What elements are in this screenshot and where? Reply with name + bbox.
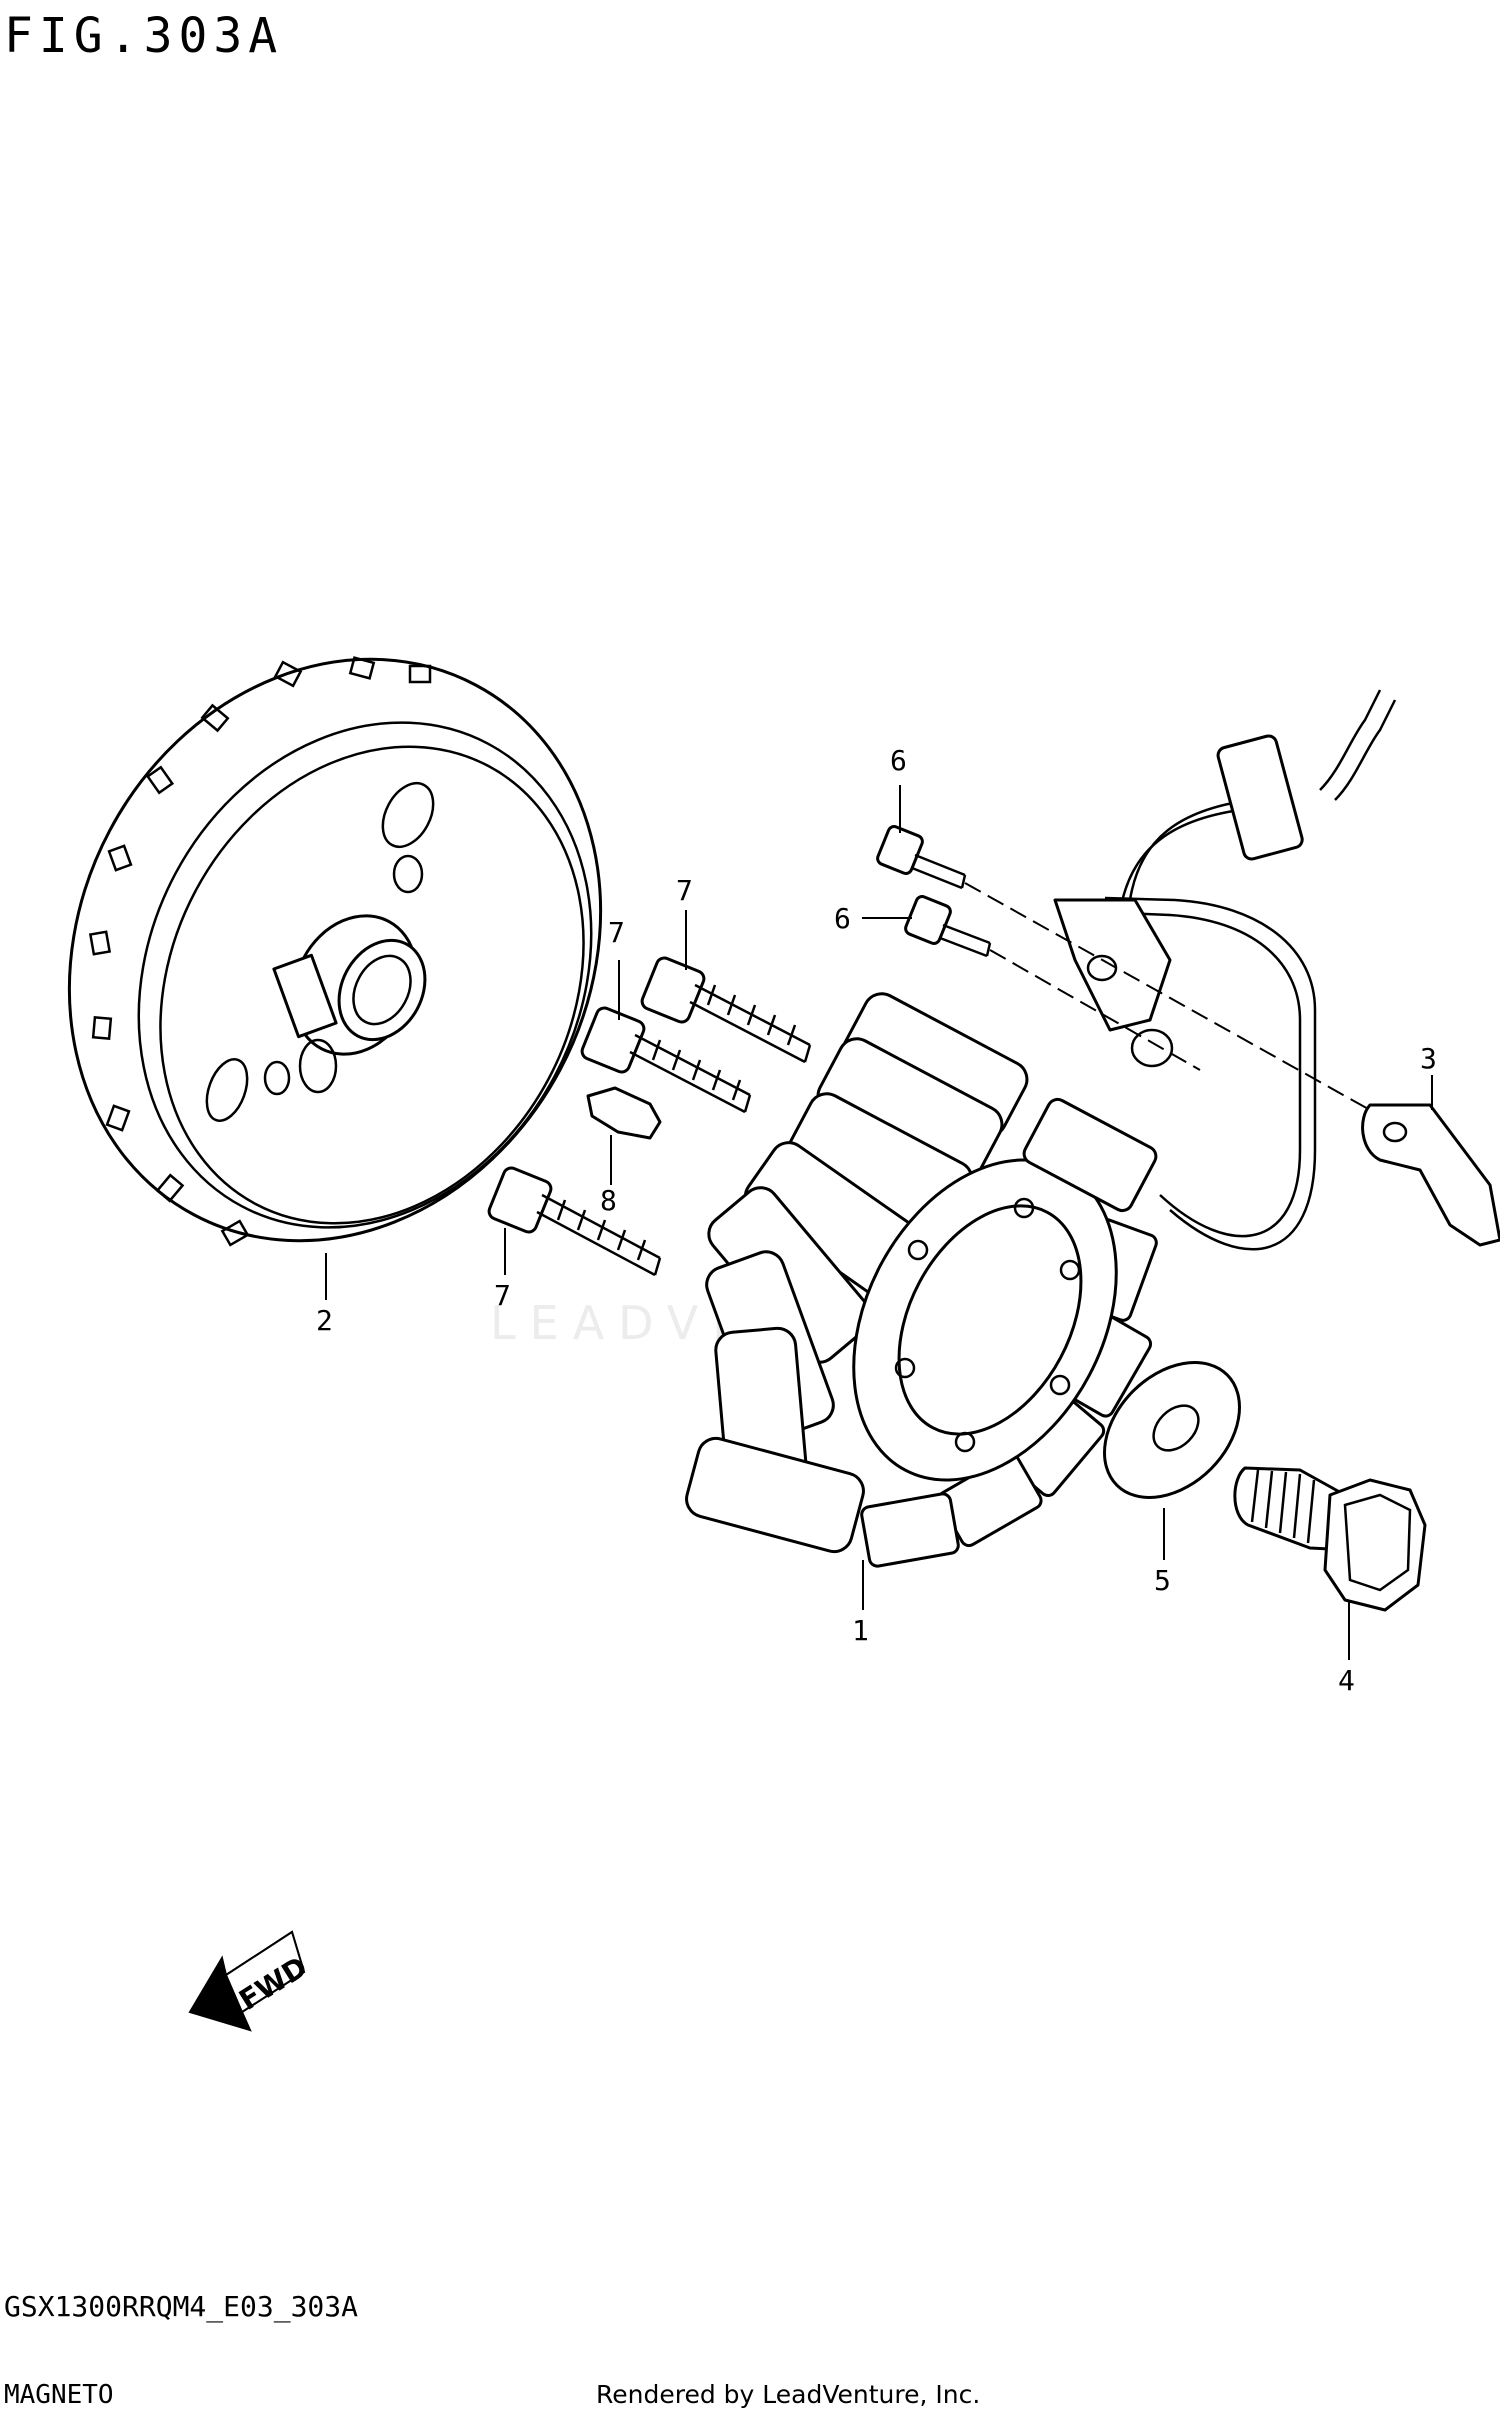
callout-rotor-bolt: 4 — [1338, 1664, 1355, 1697]
render-credit: Rendered by LeadVenture, Inc. — [596, 2380, 981, 2409]
wire-guide — [1053, 898, 1174, 1068]
callout-clamp: 3 — [1420, 1042, 1437, 1075]
wire-harness — [1099, 689, 1397, 1251]
rotor-bolt-part — [1233, 1466, 1427, 1612]
washer-part — [1103, 1361, 1241, 1499]
figure-title: FIG.303A — [4, 8, 284, 64]
section-name: MAGNETO — [4, 2380, 114, 2410]
callout-washer: 5 — [1154, 1564, 1171, 1597]
clamp-screw-lower — [904, 895, 992, 958]
model-code: GSX1300RRQM4_E03_303A — [4, 2290, 359, 2323]
stator-bolt-low — [487, 1166, 662, 1277]
callout-stator-bolt-low: 7 — [494, 1279, 511, 1312]
stator-bolt-mid — [580, 1006, 752, 1114]
key-part — [586, 1086, 662, 1140]
assembly-line-screw-lower — [989, 949, 1201, 1071]
stator-part — [685, 992, 1158, 1568]
callout-key: 8 — [600, 1184, 617, 1217]
rotor-part — [67, 656, 603, 1247]
callout-stator-bolt-top: 7 — [676, 874, 693, 907]
callout-rotor: 2 — [316, 1304, 333, 1337]
callout-stator: 1 — [852, 1614, 869, 1647]
callout-stator-bolt-mid: 7 — [608, 916, 625, 949]
callout-clamp-screw-upper: 6 — [890, 744, 907, 777]
leader-lines — [325, 785, 1433, 1660]
clamp-part — [1361, 1103, 1500, 1247]
callout-clamp-screw-lower: 6 — [834, 902, 851, 935]
stator-bolt-top — [640, 956, 812, 1064]
fwd-arrow-icon: FWD — [188, 1930, 313, 2032]
clamp-screw-upper — [876, 825, 967, 890]
